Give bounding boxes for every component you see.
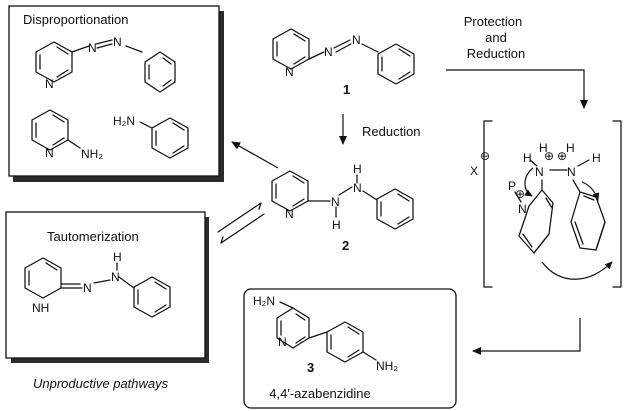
svg-text:N: N: [111, 270, 120, 284]
disproportionation-title: Disproportionation: [23, 12, 129, 27]
compound-3-box: H₂N N NH₂ 3 4,4'-azabenzidine: [243, 288, 457, 409]
svg-text:N: N: [353, 181, 362, 195]
svg-text:N: N: [285, 65, 294, 79]
compound-2-label: 2: [342, 238, 349, 253]
svg-text:N: N: [535, 165, 544, 179]
svg-text:NH₂: NH₂: [376, 359, 398, 373]
svg-text:N: N: [518, 202, 527, 216]
svg-text:⊕: ⊕: [544, 149, 554, 163]
svg-text:⊖: ⊖: [480, 149, 490, 163]
arrow-to-disproportionation: [231, 141, 279, 169]
compound-1-label: 1: [343, 82, 350, 97]
svg-text:N: N: [88, 41, 97, 55]
svg-text:P: P: [508, 179, 516, 193]
disproportionation-box: Disproportionation N N N N: [8, 5, 224, 182]
svg-text:N: N: [45, 77, 54, 91]
svg-text:H: H: [566, 141, 575, 155]
compound-2: N N N H H 2: [271, 162, 414, 253]
svg-text:N: N: [113, 35, 122, 49]
svg-text:H: H: [592, 151, 601, 165]
svg-text:H₂N: H₂N: [113, 114, 135, 128]
svg-text:H: H: [332, 218, 341, 232]
svg-text:N: N: [45, 146, 54, 160]
svg-text:X: X: [470, 164, 478, 178]
svg-text:N: N: [83, 281, 92, 295]
svg-text:N: N: [352, 33, 361, 47]
protection-reduction-arrow: [446, 69, 588, 109]
tautomerization-title: Tautomerization: [47, 229, 139, 244]
aniline-structure: H₂N: [113, 114, 189, 159]
svg-text:⊕: ⊕: [515, 187, 525, 201]
svg-text:N: N: [278, 335, 287, 349]
svg-text:H: H: [539, 141, 548, 155]
reduction-label-2: Reduction: [467, 46, 526, 61]
equilibrium-arrows: [217, 202, 265, 244]
svg-text:N: N: [324, 45, 333, 59]
svg-text:N: N: [567, 165, 576, 179]
svg-text:NH: NH: [32, 301, 49, 315]
aminopyridine-structure: N NH₂: [31, 109, 103, 161]
svg-text:H: H: [523, 151, 532, 165]
svg-text:NH₂: NH₂: [81, 147, 103, 161]
unproductive-pathways-label: Unproductive pathways: [33, 376, 169, 391]
sigmatropic-intermediate: ⊖ X N P ⊕ N ⊕ H H N ⊕ H H: [470, 120, 622, 288]
azo-pyridine-structure: N N N: [35, 35, 176, 93]
svg-text:N: N: [285, 207, 294, 221]
and-label: and: [485, 30, 507, 45]
compound-3-name: 4,4'-azabenzidine: [269, 386, 371, 401]
arrow-to-compound-3: [472, 318, 581, 355]
svg-text:H₂N: H₂N: [253, 294, 275, 308]
compound-1: N N N 1: [272, 28, 415, 97]
svg-text:N: N: [331, 195, 340, 209]
compound-3-label: 3: [307, 360, 314, 375]
protection-label: Protection: [464, 14, 523, 29]
svg-text:⊕: ⊕: [557, 149, 567, 163]
svg-text:H: H: [353, 162, 362, 176]
svg-text:H: H: [113, 250, 122, 264]
tautomerization-box: Tautomerization NH N N H: [5, 211, 209, 363]
reduction-label: Reduction: [362, 124, 421, 139]
